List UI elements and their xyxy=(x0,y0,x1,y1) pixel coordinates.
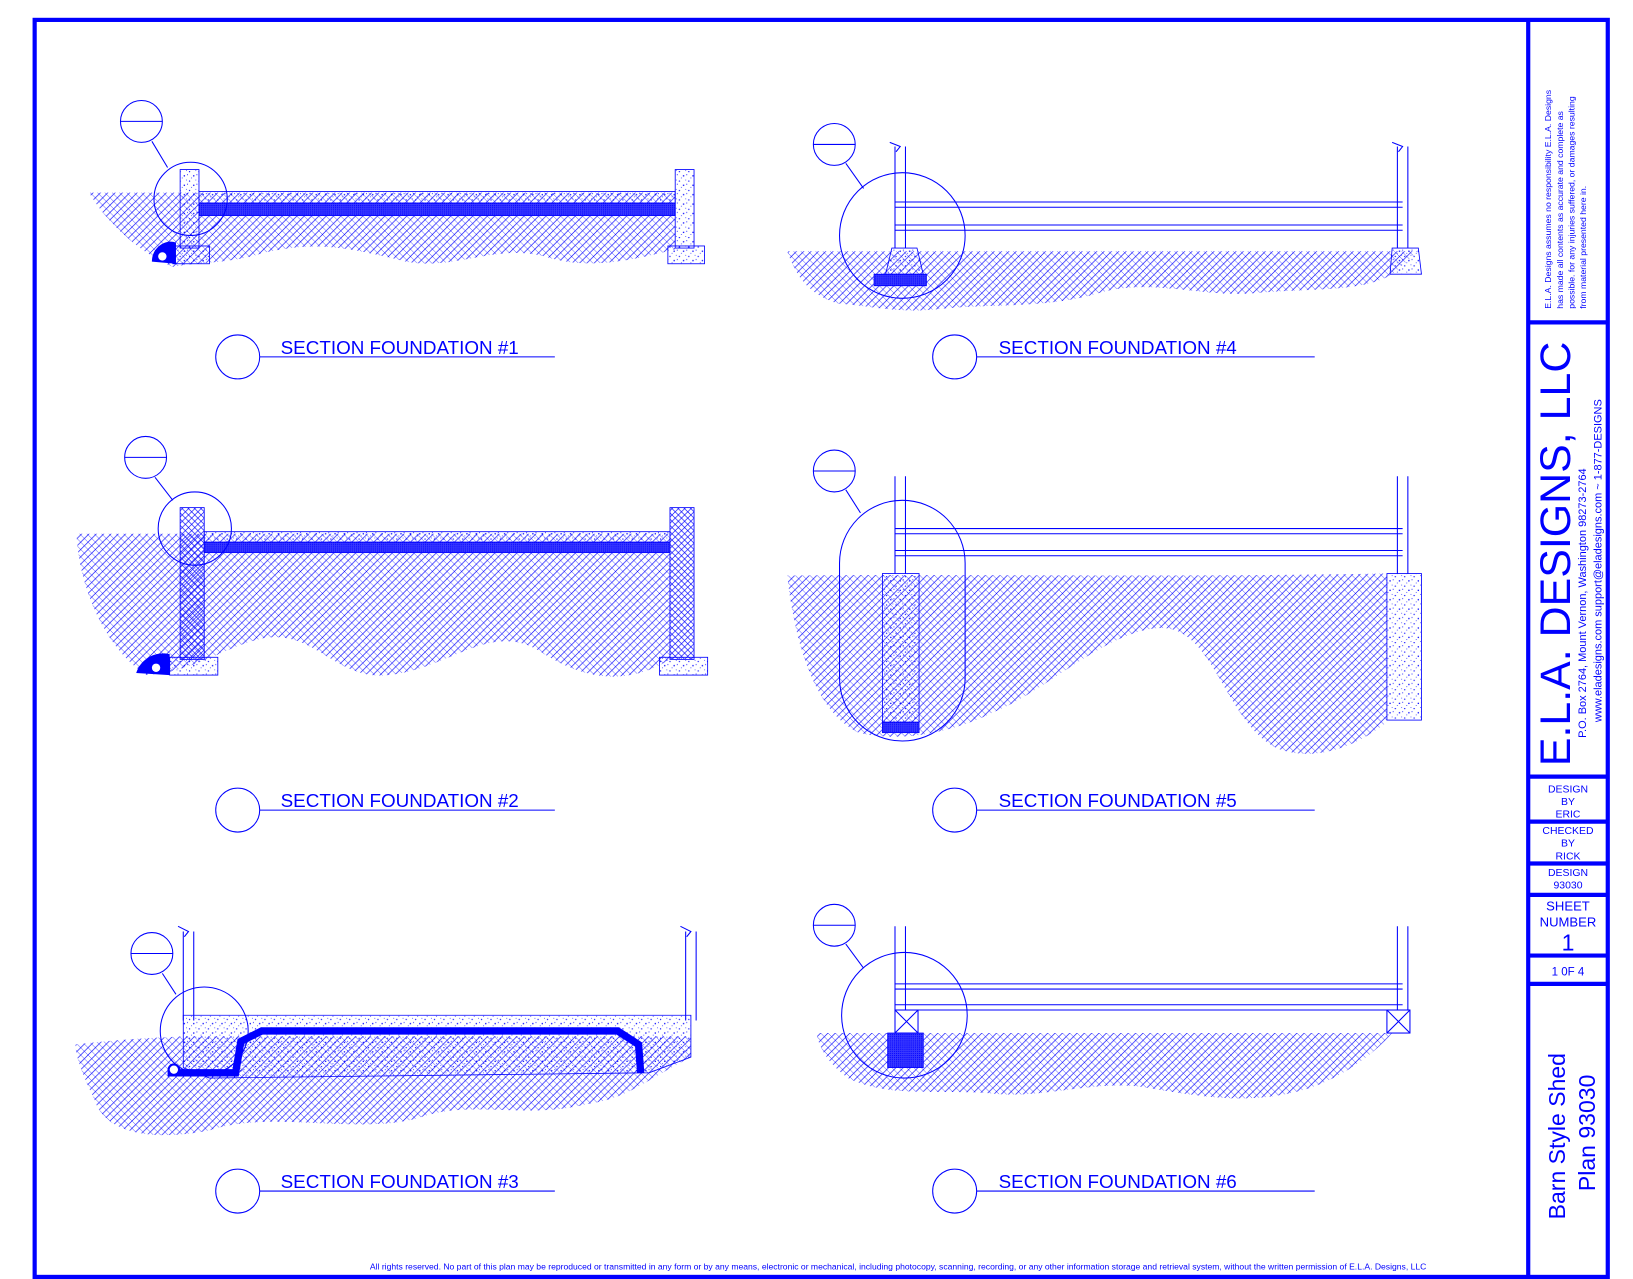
svg-text:has made all contents as accur: has made all contents as accurate and co… xyxy=(1555,110,1565,308)
section-label-2: SECTION FOUNDATION #2 xyxy=(215,787,555,833)
design-number: 93030 xyxy=(1553,881,1582,892)
detail-callout-circle xyxy=(157,491,232,566)
checked-by-label: BY xyxy=(1561,839,1575,850)
section-title: SECTION FOUNDATION #1 xyxy=(281,337,519,358)
disclaimer: E.L.A. Designs assumes no responsibility… xyxy=(1543,89,1588,308)
detail-callout-outline xyxy=(839,499,966,742)
title-block: E.L.A. Designs assumes no responsibility… xyxy=(1528,89,1608,1219)
checker-name: RICK xyxy=(1555,851,1580,862)
svg-text:from material presented here i: from material presented here in. xyxy=(1578,186,1588,309)
section-title: SECTION FOUNDATION #6 xyxy=(999,1171,1237,1192)
detail-callout-circle xyxy=(839,172,966,299)
section-foundation-5-drawing xyxy=(787,449,1422,754)
detail-callout-circle xyxy=(153,161,228,237)
section-foundation-4-drawing xyxy=(787,122,1422,311)
section-foundation-1-drawing xyxy=(89,99,705,267)
sheet-label: NUMBER xyxy=(1540,914,1597,929)
section-foundation-3-drawing xyxy=(75,925,697,1136)
project-title: Barn Style Shed xyxy=(1544,1053,1570,1219)
design-by-label: BY xyxy=(1561,797,1575,808)
design-number-label: DESIGN xyxy=(1548,868,1588,879)
copyright-footer: All rights reserved. No part of this pla… xyxy=(370,1262,1426,1272)
company-name: E.L.A. DESIGNS, LLC xyxy=(1532,342,1580,766)
company-address: P.O. Box 2764, Mount Vernon, Washington … xyxy=(1577,468,1589,738)
svg-text:possible. for any injuries suf: possible. for any injuries suffered, or … xyxy=(1566,96,1576,309)
section-foundation-2-drawing xyxy=(76,435,709,677)
designer-name: ERIC xyxy=(1555,809,1580,820)
section-label-1: SECTION FOUNDATION #1 xyxy=(215,334,555,380)
detail-callout-circle xyxy=(159,986,249,1076)
checked-by-label: CHECKED xyxy=(1542,826,1594,837)
sheet-border xyxy=(32,17,1610,1279)
section-foundation-6-drawing xyxy=(812,903,1411,1099)
section-label-4: SECTION FOUNDATION #4 xyxy=(932,334,1315,380)
sheet-label: SHEET xyxy=(1546,899,1590,914)
section-title: SECTION FOUNDATION #2 xyxy=(281,790,519,811)
section-label-5: SECTION FOUNDATION #5 xyxy=(932,787,1315,833)
svg-text:E.L.A. Designs assumes no resp: E.L.A. Designs assumes no responsibility… xyxy=(1543,89,1553,308)
section-title: SECTION FOUNDATION #4 xyxy=(999,337,1237,358)
design-by-label: DESIGN xyxy=(1548,784,1588,795)
project-plan: Plan 93030 xyxy=(1574,1075,1600,1191)
section-label-3: SECTION FOUNDATION #3 xyxy=(215,1168,555,1214)
company-contact: www.eladesigns.com support@eladesigns.co… xyxy=(1592,399,1604,723)
sheet-number: 1 xyxy=(1562,929,1575,955)
section-label-6: SECTION FOUNDATION #6 xyxy=(932,1168,1315,1214)
detail-callout-circle xyxy=(841,951,968,1079)
section-title: SECTION FOUNDATION #5 xyxy=(999,790,1237,811)
section-title: SECTION FOUNDATION #3 xyxy=(281,1171,519,1192)
sheet-count: 1 0F 4 xyxy=(1552,966,1585,978)
